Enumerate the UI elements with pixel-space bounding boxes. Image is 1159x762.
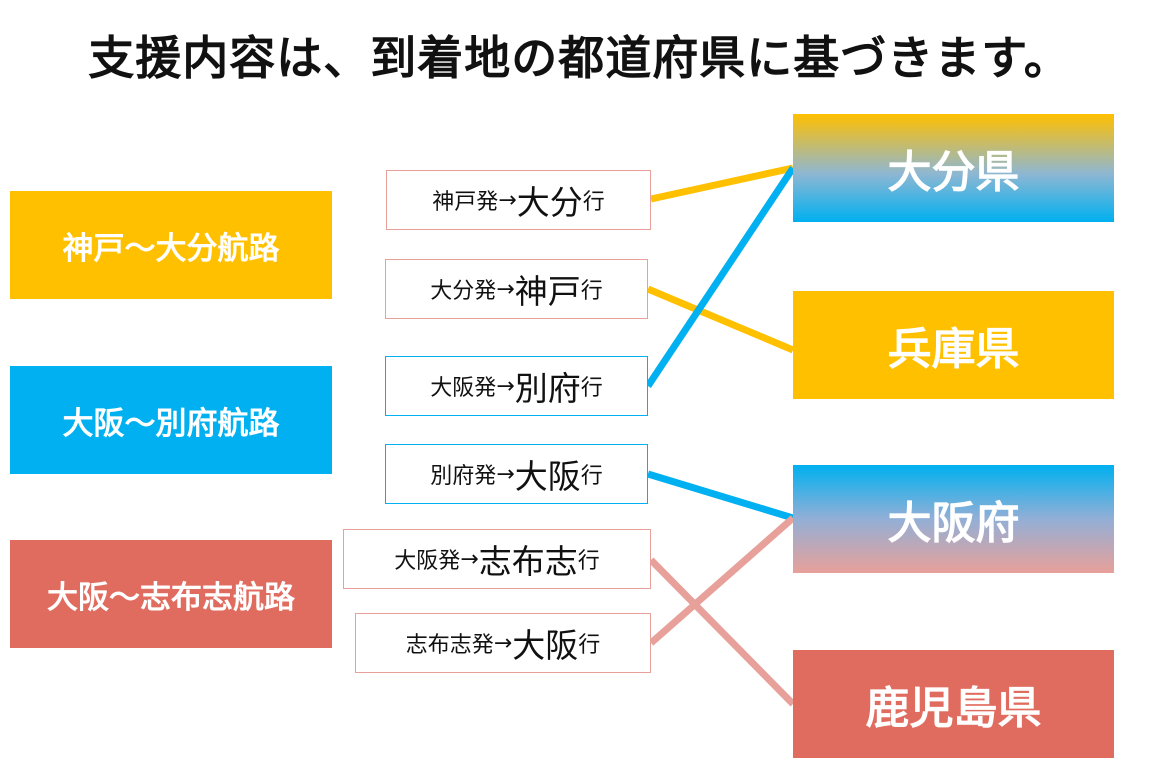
connector-kobe-oita: [650, 164, 794, 203]
arrow-icon: →: [493, 630, 513, 656]
prefecture-kagoshima: 鹿児島県: [793, 650, 1114, 758]
prefecture-label: 鹿児島県: [865, 683, 1042, 734]
direction-oita-to-kobe: 大分発→神戸行: [385, 259, 648, 319]
prefecture-oita: 大分県: [793, 114, 1114, 222]
prefecture-hyogo: 兵庫県: [793, 291, 1114, 399]
route-label: 大阪～別府航路: [62, 405, 280, 442]
connector-shibushi-osaka: [648, 515, 796, 646]
connector-oita-kobe: [646, 285, 795, 354]
connector-beppu-osaka: [646, 470, 795, 522]
prefecture-osaka: 大阪府: [793, 465, 1114, 573]
prefecture-label: 大阪府: [887, 498, 1020, 549]
arrow-icon: →: [498, 187, 517, 213]
direction-shibushi-to-osaka: 志布志発→大阪行: [355, 613, 651, 673]
arrow-icon: →: [496, 373, 515, 399]
arrow-icon: →: [496, 276, 515, 302]
prefecture-label: 大分県: [887, 147, 1020, 198]
direction-osaka-to-shibushi: 大阪発→志布志行: [343, 529, 651, 589]
connector-osaka-shibushi: [648, 557, 796, 707]
route-label: 神戸～大分航路: [62, 230, 280, 267]
route-kobe-oita: 神戸～大分航路: [10, 191, 332, 299]
route-label: 大阪～志布志航路: [47, 579, 295, 616]
prefecture-label: 兵庫県: [887, 324, 1020, 375]
connector-osaka-beppu: [645, 166, 796, 388]
page-title: 支援内容は、到着地の都道府県に基づきます。: [88, 31, 1071, 85]
route-osaka-shibushi: 大阪～志布志航路: [10, 540, 332, 648]
route-osaka-beppu: 大阪～別府航路: [10, 366, 332, 474]
arrow-icon: →: [496, 461, 515, 487]
direction-osaka-to-beppu: 大阪発→別府行: [385, 356, 648, 416]
direction-beppu-to-osaka: 別府発→大阪行: [385, 444, 648, 504]
direction-kobe-to-oita: 神戸発→大分行: [386, 170, 651, 230]
arrow-icon: →: [460, 546, 479, 572]
